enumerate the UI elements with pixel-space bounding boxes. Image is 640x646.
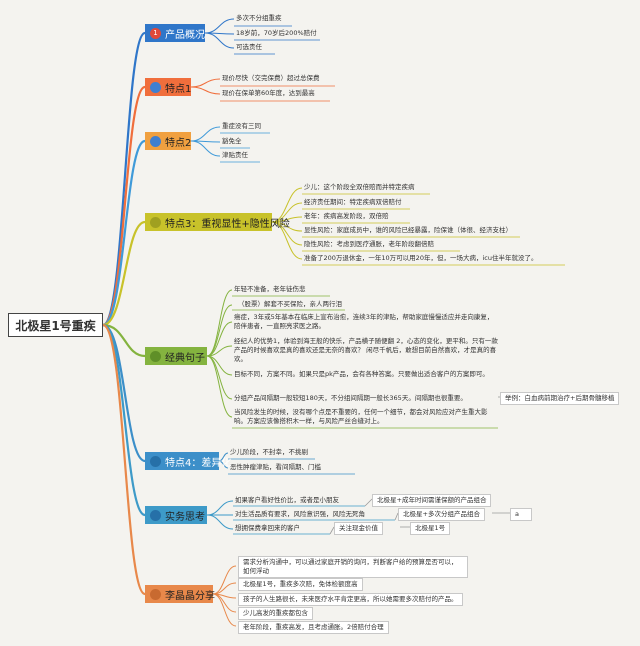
leaf-item: 豁免全: [222, 137, 242, 145]
leaf-connector: [206, 321, 233, 357]
leaf-connector: [204, 32, 235, 49]
leaf-item: 准备了200万退休金，一年10万可以用20年，但，一场大病，icu住半年就没了。: [304, 254, 538, 262]
leaf-connector: [190, 126, 221, 142]
leaf-item: 癌症，3年或5年基本在临床上宣布治愈，连续3年的津贴，帮助家庭慢慢适应并走向康复…: [234, 313, 494, 330]
leaf-connector: [190, 140, 221, 157]
leaf-connector: [206, 304, 233, 357]
note-connector: [329, 526, 335, 535]
branch-feature-4[interactable]: 特点4：差异化: [145, 452, 231, 470]
leaf-item: 经纪人的优势1，体验到海王般的快乐，产品横子随便翻 2，心态的变化，更平和。只有…: [234, 337, 498, 363]
branch-feature-3[interactable]: 特点3：重视显性+隐性风险: [145, 213, 290, 231]
branch-label: 特点4：差异化: [165, 457, 232, 469]
note-box: 北极星1号: [410, 522, 451, 535]
leaf-item: 经济责任期间：特定疾病双倍赔付: [304, 198, 402, 206]
branch-connector: [102, 85, 146, 327]
leaf-item: 隐性风险：考虑到医疗通胀，老年阶段翻倍赔: [304, 240, 434, 248]
leaf-connector: [206, 355, 233, 418]
branch-classic-quotes[interactable]: 经典句子: [145, 347, 207, 365]
branch-label: 李晶晶分享: [165, 590, 215, 602]
number-badge: [150, 350, 161, 362]
root-node[interactable]: 北极星1号重疾: [8, 313, 103, 337]
leaf-connector: [206, 514, 234, 530]
note-box: 北极星+多次分组产品组合: [398, 508, 485, 521]
leaf-item: 当风险发生的时候，没有哪个点是不重要的，任何一个细节，都会对风险应对产生重大影响…: [234, 408, 488, 425]
branch-connector: [102, 220, 146, 327]
branch-feature-1[interactable]: 特点1: [145, 78, 191, 96]
leaf-item: 18岁前，70岁后200%赔付: [236, 29, 317, 37]
number-badge: [150, 509, 161, 521]
leaf-connector: [212, 565, 237, 595]
note-connector: [364, 498, 373, 507]
leaf-item: 少儿高发的重疾都包含: [238, 607, 313, 620]
note-box: a: [510, 508, 532, 521]
leaf-item: 想拥保费拿回来的客户: [235, 524, 300, 532]
leaf-item: 显性风险：家庭成员中，谁的风险已经暴露，险保谁（体很、经济支柱）: [304, 226, 512, 234]
leaf-connector: [206, 355, 233, 400]
leaf-connector: [206, 345, 233, 357]
branch-connector: [102, 139, 146, 327]
note-connector: [394, 512, 399, 521]
leaf-item: 年轻不准备，老年徒伤悲: [234, 285, 306, 293]
branch-product-overview[interactable]: 1 产品概况: [145, 24, 205, 42]
note-box: 北极星+成年时间需谨保额的产品组合: [372, 494, 492, 507]
branch-label: 经典句子: [165, 352, 205, 364]
leaf-item: 分组产品间隔期一般较短180天，不分组间隔期一般长365天。间隔期也很重要。: [234, 394, 467, 402]
leaf-connector: [190, 78, 221, 88]
leaf-item: 北极星1号，重疾多次赔，免体检额度高: [238, 578, 363, 591]
branch-practical-thinking[interactable]: 实务思考: [145, 506, 207, 524]
leaf-item: 重症没有三同: [222, 122, 261, 130]
branch-label: 特点3：重视显性+隐性风险: [165, 218, 290, 230]
branch-connector: [102, 323, 146, 517]
leaf-item: 老年：疾病高发阶段，双倍赔: [304, 212, 389, 220]
leaf-item: 恶性肿瘤津贴，看间隔期、门槛: [230, 463, 321, 471]
leaf-connector: [212, 593, 237, 627]
leaf-item: 少儿阶段，不封幸，不挑剔: [230, 448, 308, 456]
number-badge: [150, 588, 161, 600]
leaf-connector: [271, 187, 303, 223]
leaf-item: （股票）解套不买保险，亲人两行泪: [238, 300, 342, 308]
leaf-item: 需求分析沟通中，可以通过家庭开销的询问，判断客户给的预算是否可以，如何浮动: [238, 556, 468, 578]
branch-feature-2[interactable]: 特点2: [145, 132, 191, 150]
leaf-connector: [218, 460, 229, 469]
example-note: 举例：白血病前期治疗+后期骨髓移植: [500, 392, 620, 405]
branch-sharing[interactable]: 李晶晶分享: [145, 585, 215, 603]
branch-connector: [102, 323, 147, 596]
number-badge: [150, 135, 161, 147]
number-badge-1: 1: [150, 27, 161, 39]
branch-label: 特点1: [165, 83, 192, 95]
branch-label: 特点2: [165, 137, 192, 149]
branch-label: 实务思考: [165, 511, 205, 523]
leaf-item: 如果客户看好性价比，或者是小朋友: [235, 496, 339, 504]
leaf-item: 多次不分组重疾: [236, 14, 282, 22]
number-badge: [150, 455, 161, 467]
leaf-item: 津贴责任: [222, 151, 248, 159]
leaf-connector: [212, 582, 237, 595]
leaf-item: 可选责任: [236, 43, 262, 51]
leaf-item: 少儿：这个阶段全双倍赔而并特定疾病: [304, 183, 415, 191]
branch-connector: [102, 323, 146, 358]
number-badge: [150, 81, 161, 93]
leaf-connector: [206, 500, 234, 516]
branch-label: 产品概况: [165, 29, 205, 41]
leaf-connector: [271, 221, 303, 260]
leaf-item: 现价尽快（交完保费）超过总保费: [222, 74, 320, 82]
leaf-connector: [204, 18, 235, 34]
note-box: 关注现金价值: [334, 522, 383, 535]
leaf-item: 孩子的人生路很长，未来医疗水平肯定更高，所以她需要多次赔付的产品。: [238, 593, 463, 606]
leaf-item: 老年阶段，重疾高发，且考虑通胀。2倍赔付合理: [238, 621, 389, 634]
root-title: 北极星1号重疾: [15, 318, 96, 333]
number-badge: [150, 216, 161, 228]
leaf-item: 现价在保单第60年度，达到最高: [222, 89, 315, 97]
leaf-item: 对生活品质有要求，风险意识强，风险无死角: [235, 510, 365, 518]
leaf-item: 目标不同，方案不同。如果只是pk产品，会有各种答案。只要做出适合客户的方案即可。: [234, 370, 489, 378]
leaf-connector: [190, 86, 221, 95]
